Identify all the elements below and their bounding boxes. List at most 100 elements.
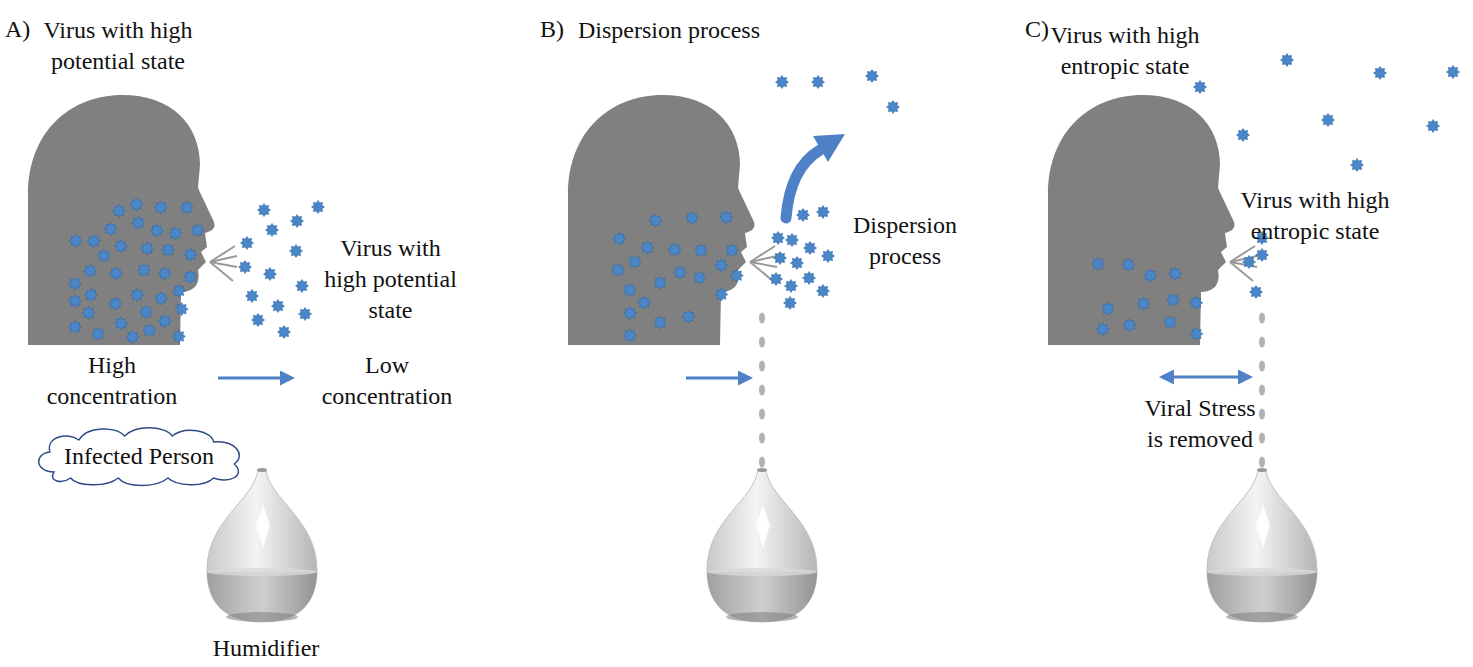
virus-particle: [784, 297, 797, 310]
head-silhouette: [1048, 95, 1234, 345]
concentration-label: Low concentration: [312, 350, 462, 412]
virus-particle: [84, 264, 97, 277]
virus-particle: [623, 329, 636, 342]
virus-particle: [69, 321, 82, 334]
virus-particle: [887, 101, 900, 114]
device-label: Humidifier: [186, 633, 346, 664]
virus-particle: [180, 201, 193, 214]
concentration-label: High concentration: [37, 350, 187, 412]
flow-arrow: [218, 377, 292, 380]
virus-particle: [1169, 267, 1182, 280]
virus-particle: [797, 209, 810, 222]
virus-particle: [1144, 269, 1157, 282]
virus-particle: [312, 201, 325, 214]
virus-particle: [715, 288, 728, 301]
virus-particle: [822, 250, 835, 263]
virus-particle: [1190, 327, 1203, 340]
virus-particle: [668, 243, 681, 256]
mist-droplet: [1259, 385, 1265, 396]
virus-particle: [266, 224, 279, 237]
virus-particle: [1237, 129, 1250, 142]
mist-stream: [759, 313, 1265, 468]
virus-particle: [150, 224, 163, 237]
cloud-callout: Infected Person: [25, 422, 253, 490]
mist-droplet: [759, 337, 765, 348]
effect-label: Viral Stress is removed: [1135, 393, 1265, 455]
mist-droplet: [759, 361, 765, 372]
virus-particle: [131, 289, 144, 302]
mist-droplet: [1259, 361, 1265, 372]
virus-particle: [685, 211, 698, 224]
virus-particle: [638, 296, 651, 309]
virus-particle: [296, 280, 309, 293]
virus-particle: [272, 300, 285, 313]
virus-particle: [191, 224, 204, 237]
virus-particle: [140, 306, 153, 319]
humidifier-icon: [1202, 468, 1322, 627]
virus-particle: [1351, 159, 1364, 172]
virus-particle: [804, 242, 817, 255]
virus-particle: [184, 248, 197, 261]
virus-particle: [87, 235, 100, 248]
virus-particle: [612, 263, 625, 276]
virus-particle: [126, 330, 139, 343]
state-label: Virus with high potential state: [318, 233, 463, 326]
virus-particle: [1250, 286, 1263, 299]
virus-particle: [613, 232, 626, 245]
breath-lines: [1230, 246, 1257, 281]
virus-particle: [725, 244, 738, 257]
virus-particle: [812, 76, 825, 89]
virus-particle: [141, 242, 154, 255]
virus-particle: [1123, 319, 1136, 332]
virus-particle: [1166, 293, 1179, 306]
virus-particle: [770, 273, 783, 286]
virus-particle: [109, 297, 122, 310]
virus-particle: [654, 276, 667, 289]
virus-particle: [624, 307, 637, 320]
virus-particle: [169, 227, 182, 240]
humidifier-icon: [702, 468, 822, 627]
virus-particle: [623, 284, 636, 297]
virus-particle: [154, 201, 167, 214]
virus-particle: [817, 206, 830, 219]
virus-particle: [786, 234, 799, 247]
virus-particle: [184, 270, 197, 283]
virus-particle: [85, 288, 98, 301]
virus-particle: [791, 257, 804, 270]
virus-particle: [682, 310, 695, 323]
virus-particle: [291, 215, 304, 228]
virus-particle: [720, 211, 733, 224]
virus-particle: [774, 252, 787, 265]
virus-particle: [1447, 66, 1460, 79]
cloud-shape: [39, 428, 240, 486]
virus-particles: [69, 54, 1460, 344]
virus-particle: [776, 76, 789, 89]
virus-particle: [82, 307, 95, 320]
virus-particle: [69, 295, 82, 308]
virus-particle: [246, 290, 259, 303]
virus-particle: [97, 249, 110, 262]
breath-lines: [210, 246, 237, 281]
virus-particle: [132, 216, 145, 229]
virus-particle: [158, 267, 171, 280]
double-arrow: [1162, 376, 1250, 379]
mist-droplet: [759, 385, 765, 396]
virus-particle: [649, 214, 662, 227]
process-label: Dispersion process: [578, 15, 858, 46]
virus-particle: [264, 268, 277, 281]
virus-particle: [866, 70, 879, 83]
mist-droplet: [1259, 433, 1265, 444]
state-label: Virus with high entropic state: [1240, 185, 1390, 247]
virus-particle: [172, 284, 185, 297]
virus-particle: [114, 240, 127, 253]
humidifier-icon: [202, 468, 322, 627]
mist-droplet: [1259, 313, 1265, 324]
virus-particle: [654, 316, 667, 329]
virus-particle: [172, 330, 185, 343]
virus-particle: [1194, 81, 1207, 94]
virus-particle: [1256, 249, 1269, 262]
virus-particle: [785, 280, 798, 293]
